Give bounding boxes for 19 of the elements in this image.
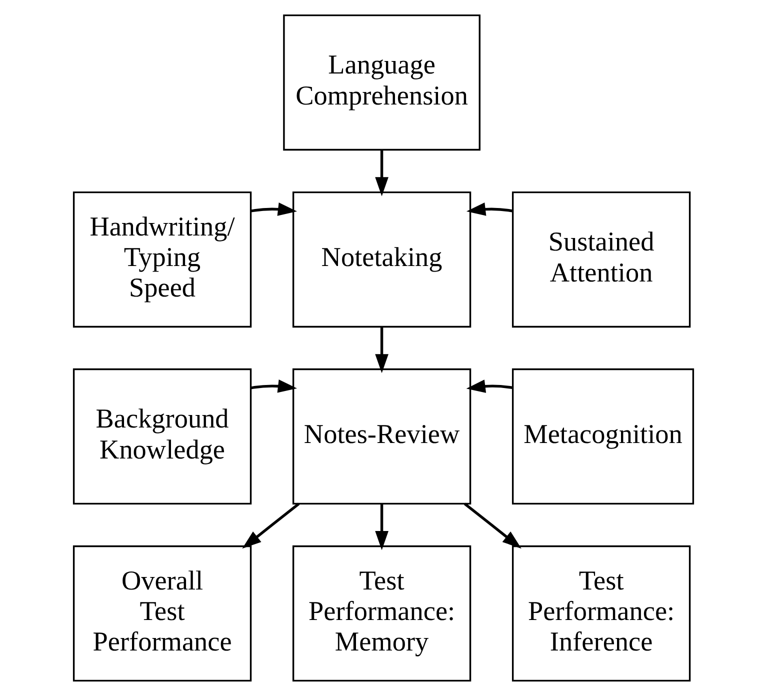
- arrow: [466, 202, 513, 216]
- node-box: Test Performance: Inference: [512, 545, 691, 682]
- node-box: Test Performance: Memory: [292, 545, 472, 682]
- node-box: Notetaking: [292, 191, 472, 328]
- arrow: [242, 502, 300, 549]
- arrow: [250, 202, 298, 216]
- arrow: [250, 380, 298, 393]
- node-box: Metacognition: [512, 368, 694, 505]
- node-box: Sustained Attention: [512, 191, 691, 328]
- arrow: [466, 380, 513, 393]
- arrow: [464, 502, 522, 549]
- arrow: [375, 326, 388, 374]
- node-box: Language Comprehension: [283, 14, 480, 151]
- node-box: Background Knowledge: [72, 368, 252, 505]
- arrow: [375, 150, 388, 196]
- node-box: Handwriting/ Typing Speed: [72, 191, 252, 328]
- node-box: Notes-Review: [292, 368, 472, 505]
- node-box: Overall Test Performance: [72, 545, 252, 682]
- arrow: [375, 504, 388, 550]
